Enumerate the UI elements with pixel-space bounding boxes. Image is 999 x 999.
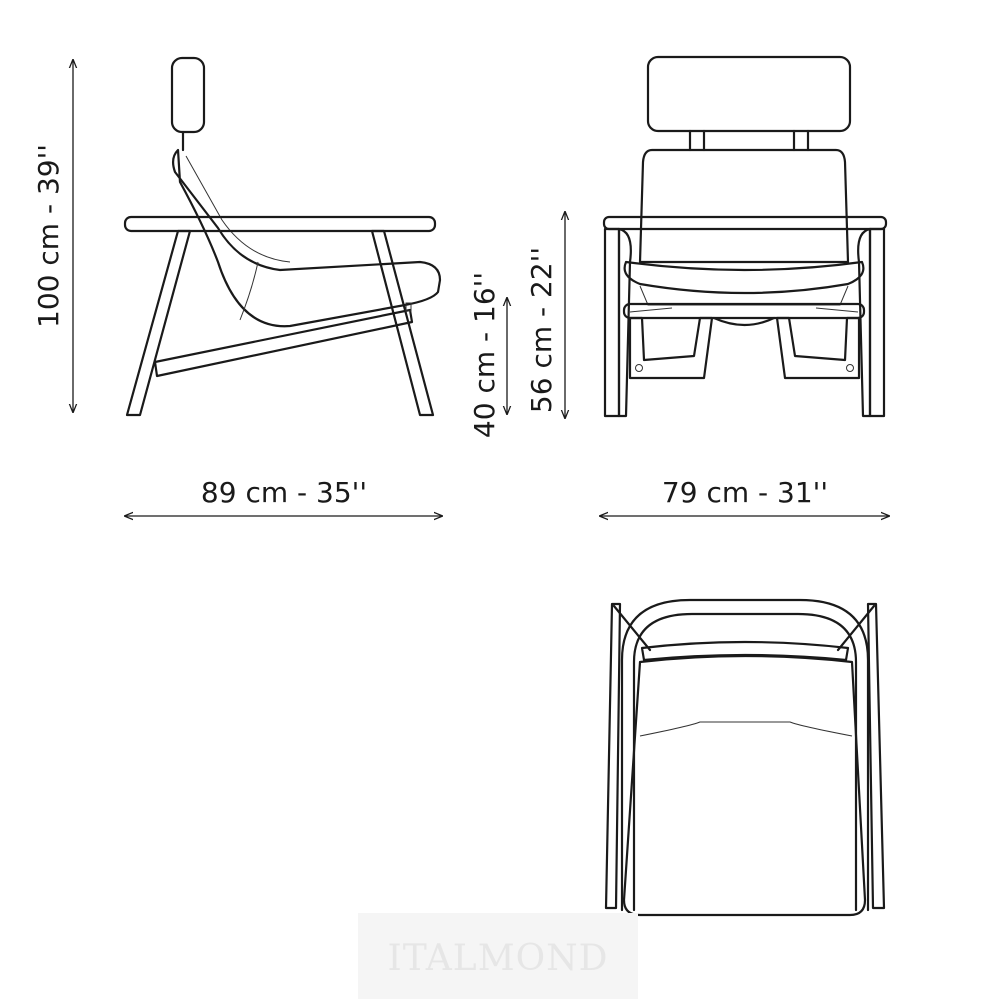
front-leg-inner-right — [857, 227, 872, 418]
dimension-lines — [73, 60, 889, 516]
top-leg-right — [866, 602, 886, 910]
arm-height-label: 56 cm - 22'' — [525, 247, 558, 413]
side-view — [123, 56, 442, 417]
front-armrest-bar — [602, 215, 888, 231]
front-view — [602, 55, 888, 418]
front-seat-cushion — [623, 260, 865, 295]
front-headrest — [646, 55, 852, 133]
front-seat-rail — [622, 302, 866, 320]
dimension-labels: 100 cm - 39'' 89 cm - 35'' 79 cm - 31'' … — [32, 144, 828, 509]
front-bolt-left — [635, 364, 643, 372]
width-label: 79 cm - 31'' — [662, 476, 828, 509]
top-seat-crease — [639, 721, 853, 737]
side-bolt — [405, 302, 412, 312]
front-leg-inner-left — [617, 227, 632, 418]
side-headrest — [170, 56, 206, 134]
side-seat-seam — [239, 261, 259, 321]
top-frame-inner — [632, 612, 858, 912]
top-diagonal-braces — [612, 604, 876, 652]
front-leg-outer-right — [868, 227, 886, 418]
front-leg-outer-left — [603, 227, 621, 418]
front-bracket-right — [775, 316, 861, 380]
side-seat-inner-line — [185, 155, 291, 263]
front-shell-bottom — [712, 316, 776, 327]
top-headrest — [640, 640, 850, 662]
side-stretcher — [153, 308, 414, 378]
top-leg-left — [604, 602, 622, 910]
watermark-box — [358, 913, 638, 999]
front-bracket-left — [628, 316, 714, 380]
top-view — [604, 598, 886, 917]
side-seat-shell — [171, 148, 442, 328]
top-frame-outer — [620, 598, 870, 912]
watermark: ITALMOND — [358, 913, 638, 999]
side-front-leg — [125, 229, 192, 417]
front-backrest — [638, 148, 850, 264]
front-bolt-right — [846, 364, 854, 372]
side-armrest — [123, 215, 437, 233]
watermark-text: ITALMOND — [388, 938, 609, 979]
front-rail-detail — [629, 307, 859, 313]
seat-height-label: 40 cm - 16'' — [468, 272, 501, 438]
side-rear-leg — [370, 229, 435, 417]
depth-label: 89 cm - 35'' — [201, 476, 367, 509]
height-label: 100 cm - 39'' — [32, 144, 65, 328]
top-seat — [622, 654, 867, 917]
